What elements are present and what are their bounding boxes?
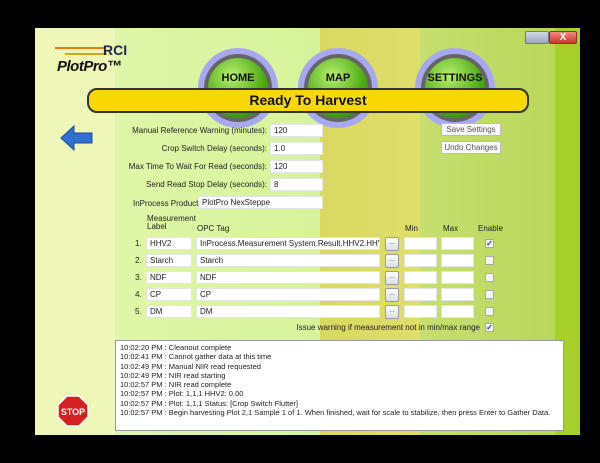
opc-tag-input[interactable]: NDF xyxy=(196,271,380,284)
stop-delay-label: Send Read Stop Delay (seconds): xyxy=(146,180,267,189)
max-input[interactable] xyxy=(441,237,474,250)
product-input[interactable]: PlotPro NexSteppe xyxy=(198,196,323,209)
close-button[interactable]: X xyxy=(549,31,577,44)
browse-button[interactable]: ... xyxy=(385,305,399,319)
max-input[interactable] xyxy=(441,254,474,267)
min-input[interactable] xyxy=(404,271,437,284)
measurement-label-input[interactable]: CP xyxy=(146,288,192,301)
max-wait-input[interactable]: 120 xyxy=(270,160,323,173)
header-opc-tag: OPC Tag xyxy=(197,224,230,233)
row-number: 1. xyxy=(135,239,142,248)
measurement-label-input[interactable]: Starch xyxy=(146,254,192,267)
measurement-label-input[interactable]: DM xyxy=(146,305,192,318)
log-line: 10:02:57 PM : Begin harvesting Plot 2,1 … xyxy=(120,408,551,418)
log-line: 10:02:41 PM : Cannot gather data at this… xyxy=(120,352,272,362)
plotpro-window: X RCI PlotPro™ HOME MAP SETTINGS Ready T… xyxy=(35,28,580,435)
max-input[interactable] xyxy=(441,305,474,318)
header-min: Min xyxy=(405,224,418,233)
browse-button[interactable]: ... xyxy=(385,254,399,268)
browse-button[interactable]: ... xyxy=(385,237,399,251)
range-warning-checkbox[interactable]: ✓ xyxy=(485,323,494,332)
crop-switch-input[interactable]: 1.0 xyxy=(270,142,323,155)
manual-ref-label: Manual Reference Warning (minutes): xyxy=(132,126,267,135)
log-line: 10:02:57 PM : NIR read complete xyxy=(120,380,232,390)
opc-tag-input[interactable]: Starch xyxy=(196,254,380,267)
enable-checkbox[interactable] xyxy=(485,290,494,299)
min-input[interactable] xyxy=(404,288,437,301)
stop-delay-input[interactable]: 8 xyxy=(270,178,323,191)
header-measurement-label: Measurement Label xyxy=(147,214,196,231)
log-line: 10:02:57 PM : Plot: 1,1,1 HHV2: 0.00 xyxy=(120,389,244,399)
minimize-button[interactable] xyxy=(525,31,549,44)
row-number: 2. xyxy=(135,256,142,265)
log-scrollbar[interactable] xyxy=(552,341,563,430)
back-arrow-icon[interactable] xyxy=(60,125,93,151)
log-line: 10:02:20 PM : Cleanout complete xyxy=(120,343,232,352)
header-enable: Enable xyxy=(478,224,503,233)
browse-button[interactable]: ... xyxy=(385,288,399,302)
speed-lines-icon xyxy=(55,47,107,55)
save-settings-button[interactable]: Save Settings xyxy=(441,123,501,136)
log-line: 10:02:49 PM : Manual NIR read requested xyxy=(120,361,261,371)
range-warning-label: Issue warning if measurement not in min/… xyxy=(296,323,480,332)
status-banner: Ready To Harvest xyxy=(87,88,529,113)
opc-tag-input[interactable]: InProcess.Measurement System.Result.HHV2… xyxy=(196,237,380,250)
row-number: 4. xyxy=(135,290,142,299)
min-input[interactable] xyxy=(404,237,437,250)
log-line: 10:02:57 PM : Plot: 1,1,1 Status: [Crop … xyxy=(120,398,299,408)
enable-checkbox[interactable]: ✓ xyxy=(485,239,494,248)
opc-tag-input[interactable]: CP xyxy=(196,288,380,301)
max-wait-label: Max Time To Wait For Read (seconds): xyxy=(128,162,267,171)
opc-tag-input[interactable]: DM xyxy=(196,305,380,318)
header-max: Max xyxy=(443,224,459,233)
plotpro-logo: RCI PlotPro™ xyxy=(55,42,128,75)
enable-checkbox[interactable] xyxy=(485,273,494,282)
max-input[interactable] xyxy=(441,288,474,301)
undo-changes-button[interactable]: Undo Changes xyxy=(441,141,501,154)
enable-checkbox[interactable] xyxy=(485,256,494,265)
min-input[interactable] xyxy=(404,254,437,267)
row-number: 5. xyxy=(135,307,142,316)
manual-ref-input[interactable]: 120 xyxy=(270,124,323,137)
min-input[interactable] xyxy=(404,305,437,318)
log-line: 10:02:49 PM : NIR read starting xyxy=(120,370,226,380)
product-label: InProcess Product xyxy=(133,199,199,208)
max-input[interactable] xyxy=(441,271,474,284)
crop-switch-label: Crop Switch Delay (seconds): xyxy=(161,144,267,153)
measurement-label-input[interactable]: NDF xyxy=(146,271,192,284)
stop-label: STOP xyxy=(61,407,85,417)
measurement-label-input[interactable]: HHV2 xyxy=(146,237,192,250)
row-number: 3. xyxy=(135,273,142,282)
stop-button[interactable]: STOP xyxy=(57,395,89,427)
browse-button[interactable]: ... xyxy=(385,271,399,285)
enable-checkbox[interactable] xyxy=(485,307,494,316)
